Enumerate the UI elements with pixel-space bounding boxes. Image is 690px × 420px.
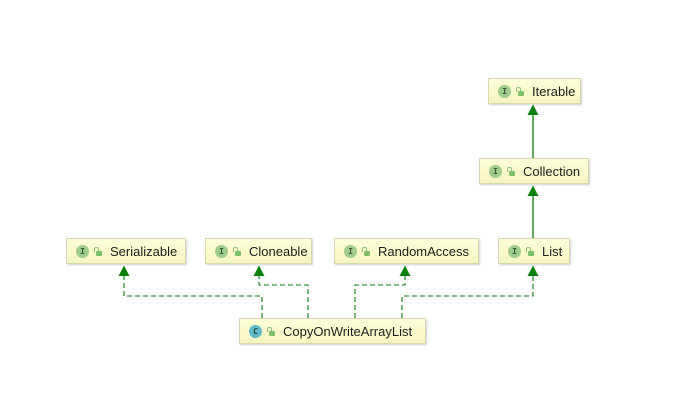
interface-icon: I: [498, 84, 511, 98]
edge-cow-cloneable: [253, 265, 309, 318]
node-collection[interactable]: I Collection: [479, 158, 589, 184]
public-access-icon: [526, 246, 535, 256]
edge-collection-iterable: [527, 104, 539, 158]
node-randomaccess[interactable]: I RandomAccess: [334, 238, 479, 264]
node-label: Iterable: [532, 83, 576, 99]
interface-icon: I: [508, 244, 521, 258]
public-access-icon: [267, 326, 276, 336]
edge-list-collection: [527, 185, 539, 238]
node-label: Serializable: [110, 243, 178, 259]
node-serializable[interactable]: I Serializable: [66, 238, 186, 264]
public-access-icon: [94, 246, 103, 256]
interface-icon: I: [344, 244, 357, 258]
node-list[interactable]: I List: [498, 238, 570, 264]
node-label: Cloneable: [249, 243, 308, 259]
public-access-icon: [507, 166, 516, 176]
node-label: CopyOnWriteArrayList: [283, 323, 413, 339]
edge-cow-randomaccess: [354, 265, 411, 318]
node-iterable[interactable]: I Iterable: [488, 78, 581, 104]
interface-icon: I: [215, 244, 228, 258]
node-label: RandomAccess: [378, 243, 470, 259]
node-cloneable[interactable]: I Cloneable: [205, 238, 312, 264]
edge-cow-list: [401, 265, 539, 318]
node-label: Collection: [523, 163, 581, 179]
class-icon: C: [249, 324, 262, 338]
interface-icon: I: [489, 164, 502, 178]
edge-cow-serializable: [118, 265, 263, 318]
node-label: List: [542, 243, 563, 259]
interface-icon: I: [76, 244, 89, 258]
public-access-icon: [362, 246, 371, 256]
public-access-icon: [233, 246, 242, 256]
public-access-icon: [516, 86, 525, 96]
node-copyonwritearraylist[interactable]: C CopyOnWriteArrayList: [239, 318, 426, 344]
